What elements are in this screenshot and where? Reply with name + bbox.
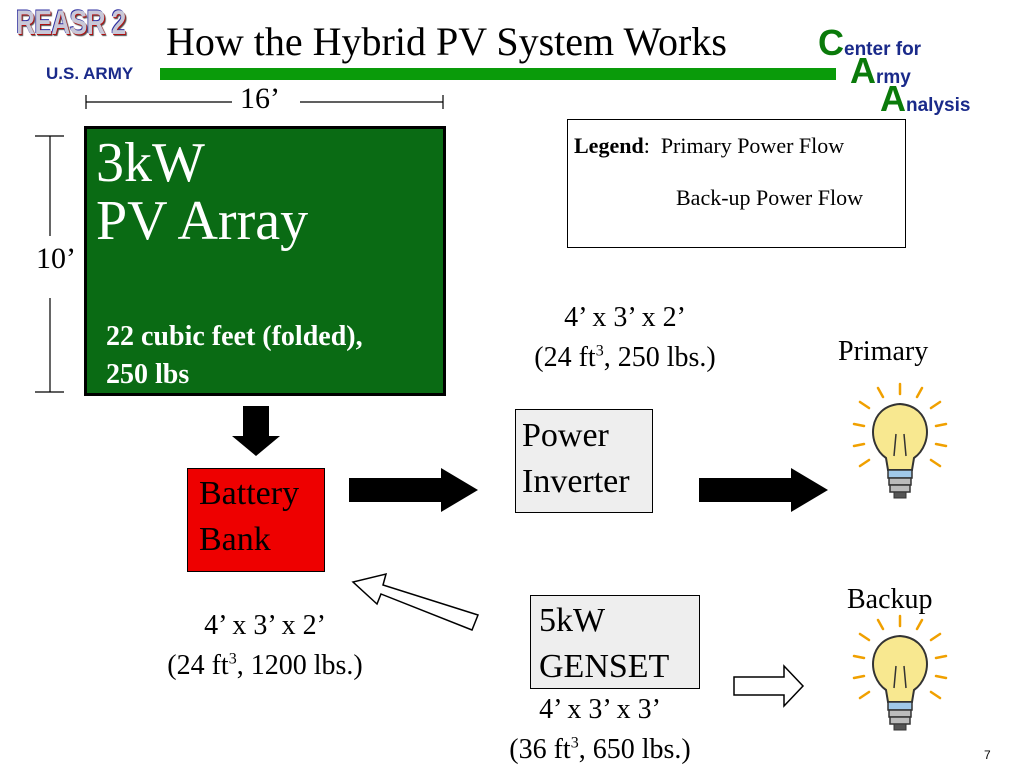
- caa-logo-line1: Center for: [818, 22, 921, 64]
- legend-primary-row: Legend: Primary Power Flow: [574, 133, 845, 158]
- primary-load-label: Primary: [838, 336, 929, 367]
- pv-array-detail-line2: 250 lbs: [106, 359, 190, 390]
- battery-bank-box: [187, 468, 325, 572]
- backup-lightbulb-icon: [852, 614, 948, 731]
- caa-logo-line3: Analysis: [880, 78, 970, 120]
- inverter-spec: 4’ x 3’ x 2’ (24 ft3, 250 lbs.): [490, 298, 760, 378]
- caa-logo-letter-a1: A: [850, 50, 876, 91]
- caa-logo-text-center-for: enter for: [844, 39, 922, 60]
- battery-spec-volume: (24 ft3, 1200 lbs.): [167, 650, 363, 681]
- pv-array-height-label: 10’: [36, 242, 76, 275]
- caa-logo-text-analysis: nalysis: [906, 95, 971, 116]
- pv-array-detail-line1: 22 cubic feet (folded),: [106, 321, 363, 352]
- battery-spec: 4’ x 3’ x 2’ (24 ft3, 1200 lbs.): [130, 606, 400, 686]
- primary-arrow-pv-to-battery: [232, 406, 280, 456]
- backup-arrow-genset-to-backup: [733, 664, 805, 708]
- genset-label-line2: GENSET: [539, 648, 670, 685]
- power-inverter-label: Power Inverter: [522, 413, 630, 505]
- power-inverter-label-line1: Power: [522, 417, 609, 454]
- power-inverter-box: [515, 409, 653, 513]
- legend-label: Legend: [574, 133, 644, 158]
- legend-backup-text: Back-up Power Flow: [676, 185, 863, 210]
- genset-label: 5kW GENSET: [539, 598, 669, 690]
- us-army-label: U.S. ARMY: [46, 64, 134, 83]
- pv-array-details: 22 cubic feet (folded), 250 lbs: [106, 318, 363, 394]
- battery-bank-label: Battery Bank: [199, 471, 299, 563]
- legend-primary-text: Primary Power Flow: [660, 133, 845, 158]
- width-dimension-line: [85, 95, 444, 109]
- page-title: How the Hybrid PV System Works: [166, 19, 727, 64]
- battery-bank-label-line1: Battery: [199, 475, 300, 512]
- pv-array-width-label: 16’: [240, 82, 280, 115]
- battery-spec-dims: 4’ x 3’ x 2’: [204, 610, 326, 641]
- caa-logo-letter-c: C: [818, 22, 844, 63]
- legend-box: [567, 119, 906, 248]
- caa-logo-line2: Army: [850, 50, 911, 92]
- backup-arrow-genset-to-battery: [351, 572, 479, 631]
- genset-spec: 4’ x 3’ x 3’ (36 ft3, 650 lbs.): [465, 690, 735, 770]
- backup-load-label: Backup: [847, 584, 933, 615]
- reasr-logo: REASR 2: [16, 4, 126, 42]
- page-number: 7: [984, 748, 991, 762]
- height-dimension-line: [35, 135, 64, 393]
- primary-arrow-battery-to-inverter: [349, 468, 478, 512]
- genset-label-line1: 5kW: [539, 602, 606, 639]
- primary-arrow-inverter-to-primary: [699, 468, 828, 512]
- pv-array-title-line2: PV Array: [96, 190, 309, 252]
- inverter-spec-dims: 4’ x 3’ x 2’: [564, 302, 686, 333]
- pv-array-title: 3kW PV Array: [96, 134, 308, 250]
- genset-spec-volume: (36 ft3, 650 lbs.): [509, 734, 691, 765]
- caa-logo-letter-a2: A: [880, 78, 906, 119]
- title-rule: [160, 68, 836, 80]
- pv-array-box: [84, 126, 446, 396]
- genset-spec-dims: 4’ x 3’ x 3’: [539, 694, 661, 725]
- caa-logo-text-army: rmy: [876, 67, 911, 88]
- battery-bank-label-line2: Bank: [199, 521, 271, 558]
- primary-lightbulb-icon: [852, 382, 948, 499]
- pv-array-title-line1: 3kW: [96, 132, 205, 194]
- genset-box: [530, 595, 700, 689]
- inverter-spec-volume: (24 ft3, 250 lbs.): [534, 342, 716, 373]
- power-inverter-label-line2: Inverter: [522, 463, 630, 500]
